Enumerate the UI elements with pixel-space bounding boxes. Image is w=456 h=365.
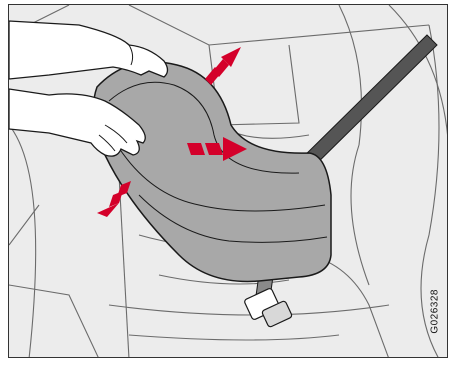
- seat-belt-buckle: [244, 288, 293, 328]
- arrow-down-left-icon: [97, 181, 131, 217]
- upper-hand: [9, 21, 168, 79]
- car-interior-illustration: [9, 5, 448, 358]
- illustration-frame: G026328: [8, 4, 448, 358]
- figure-code: G026328: [430, 289, 441, 334]
